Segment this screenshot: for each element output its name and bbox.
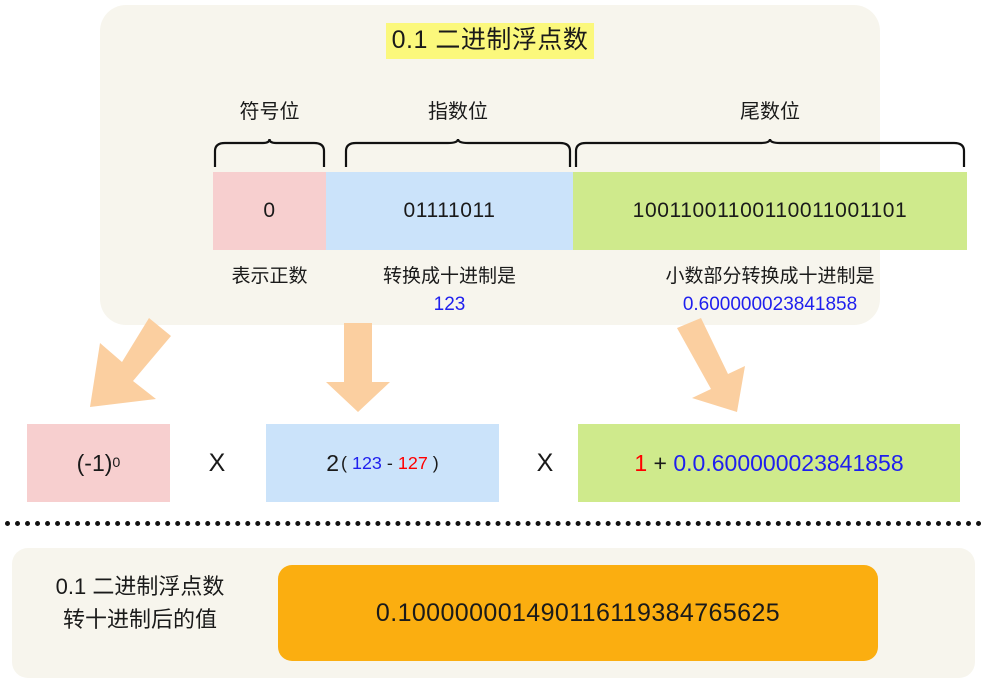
formula-exponent-bias: 127 xyxy=(397,452,428,473)
paren-open: ( xyxy=(341,452,347,473)
title-container: 0.1 二进制浮点数 xyxy=(100,23,880,60)
sign-arrow-icon xyxy=(90,318,171,407)
sign-bits: 0 xyxy=(213,172,326,250)
exponent-explanation-text: 转换成十进制是 xyxy=(382,266,516,287)
formula-mantissa-fraction: 0.0.600000023841858 xyxy=(673,449,904,476)
sign-explanation-text: 表示正数 xyxy=(231,266,308,287)
exponent-decimal-value: 123 xyxy=(433,293,466,315)
result-value-box: 0.100000001490116119384765625 xyxy=(278,565,878,661)
result-value: 0.100000001490116119384765625 xyxy=(375,598,781,627)
paren-close: ) xyxy=(432,452,439,473)
section-divider xyxy=(5,521,982,526)
exponent-explanation: 转换成十进制是 123 xyxy=(326,263,573,318)
sign-brace-icon xyxy=(213,139,326,167)
mantissa-arrow-icon xyxy=(677,318,745,412)
exponent-brace-icon xyxy=(344,139,572,167)
mantissa-explanation: 小数部分转换成十进制是 0.600000023841858 xyxy=(573,263,967,318)
formula-sign-term: (-1)0 xyxy=(27,424,170,502)
mantissa-bits: 10011001100110011001101 xyxy=(573,172,967,250)
exponent-field-caption: 指数位 xyxy=(428,101,488,123)
sign-explanation: 表示正数 xyxy=(213,263,326,291)
exponent-arrow-icon xyxy=(326,323,390,412)
multiply-symbol-1: X xyxy=(208,448,226,477)
formula-mantissa-leading: 1 xyxy=(634,449,648,476)
sign-field-caption: 符号位 xyxy=(239,101,300,123)
formula-sign-exponent: 0 xyxy=(112,455,121,471)
mantissa-decimal-value: 0.600000023841858 xyxy=(682,293,858,315)
mantissa-explanation-text: 小数部分转换成十进制是 xyxy=(665,266,875,287)
formula-exponent-minus: - xyxy=(386,452,393,473)
binary-breakdown-card: 0.1 二进制浮点数 符号位 指数位 尾数位 0 01111011 100110… xyxy=(100,5,967,325)
result-label: 0.1 二进制浮点数 转十进制后的值 xyxy=(55,574,225,632)
mantissa-field-caption: 尾数位 xyxy=(740,101,800,123)
formula-mantissa-term: 1 + 0.0.600000023841858 xyxy=(578,424,960,502)
formula-exponent-term: 2 ( 123 - 127 ) xyxy=(266,424,499,502)
multiply-symbol-2: X xyxy=(536,448,554,477)
exponent-bits: 01111011 xyxy=(326,172,573,250)
mantissa-brace-icon xyxy=(574,139,966,167)
formula-exponent-superscript: ( 123 - 127 ) xyxy=(341,453,439,474)
formula-exponent-value: 123 xyxy=(351,452,382,473)
formula-exponent-base: 2 xyxy=(326,449,340,476)
formula-sign-base: (-1) xyxy=(76,449,113,476)
formula-mantissa-plus: + xyxy=(653,449,667,476)
page-title: 0.1 二进制浮点数 xyxy=(385,23,595,60)
